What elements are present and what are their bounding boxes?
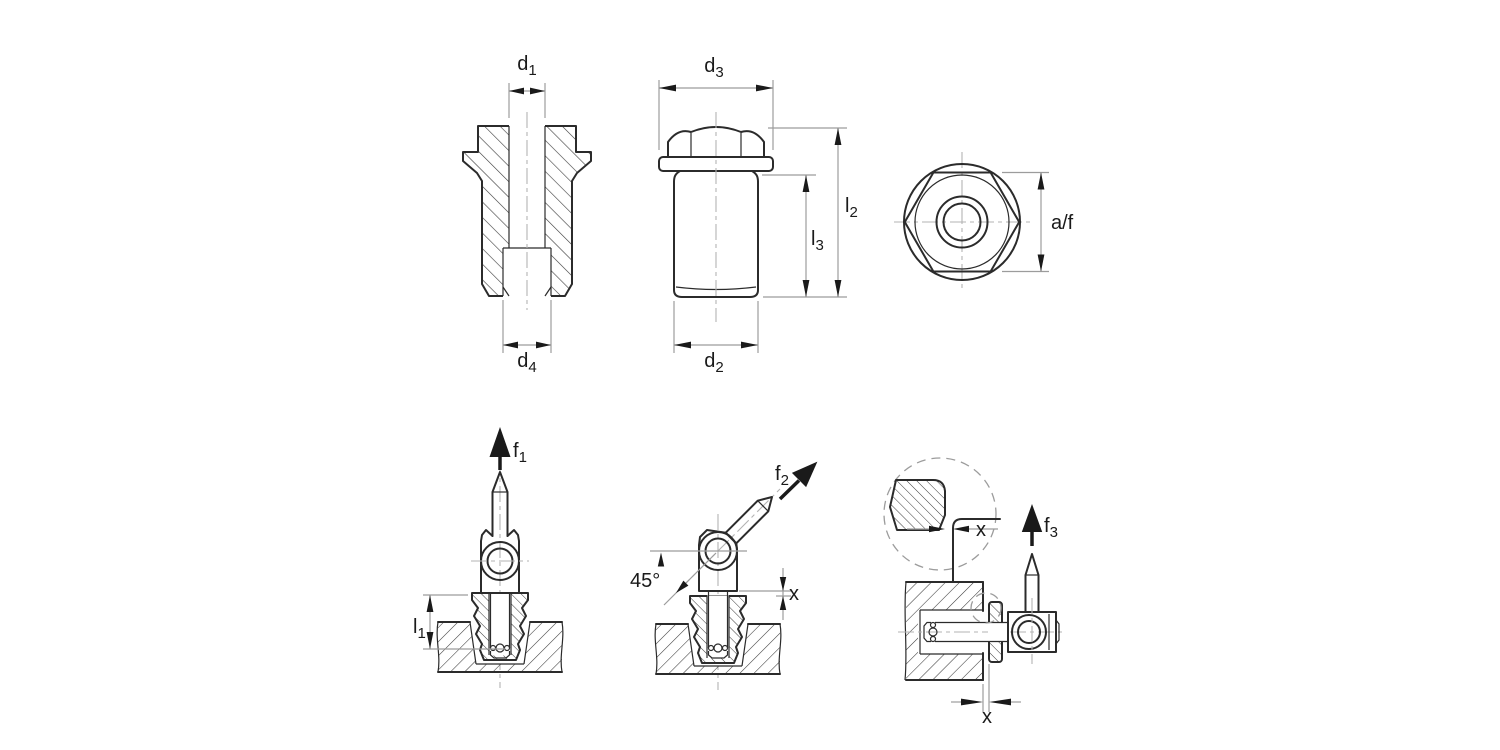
view-load-45deg: f2 45° x	[630, 461, 818, 690]
dim-label-d2: d2	[704, 350, 723, 376]
dim-label-x-offset: x	[982, 706, 992, 728]
dimension-arrow	[989, 698, 1011, 706]
wall-section	[904, 581, 984, 681]
dimension-arrow	[1037, 172, 1045, 190]
view-front-section: d1 d4	[462, 53, 592, 376]
detail-locator-circle	[970, 592, 1002, 624]
bore-circle	[942, 202, 982, 242]
counterbore-circle	[935, 195, 989, 249]
dimension-arrow	[802, 280, 810, 297]
dimension-arrow	[779, 596, 787, 610]
dimension-arrow	[426, 632, 434, 649]
dim-label-l2: l2	[845, 195, 858, 221]
dimension-arrow	[779, 577, 787, 591]
dimension-arrow	[674, 341, 691, 349]
dimension-arrow	[834, 280, 842, 297]
dimension-arrow	[536, 341, 551, 349]
dimension-arrow	[503, 341, 518, 349]
hex-head	[667, 126, 765, 158]
dim-label-l3: l3	[811, 228, 824, 254]
eye-ring-hole	[1017, 620, 1041, 644]
angle-arrow	[676, 580, 689, 593]
dimension-arrow	[1037, 254, 1045, 272]
dim-label-d1: d1	[517, 53, 536, 79]
eye-ring-outer	[1011, 614, 1047, 650]
dim-label-l1: l1	[413, 616, 426, 642]
view-top: a/f	[894, 152, 1074, 292]
dimension-arrow	[953, 525, 969, 533]
dimension-arrow	[802, 175, 810, 192]
force-arrow-f3	[1021, 504, 1043, 532]
dimension-arrow	[741, 341, 758, 349]
dim-label-af: a/f	[1051, 212, 1074, 234]
lifting-pin-spike	[1024, 553, 1040, 613]
dim-label-d4: d4	[517, 350, 536, 376]
lifting-pin-spike	[491, 471, 509, 537]
hexagon	[903, 171, 1021, 273]
dimension-arrow	[929, 525, 945, 533]
threaded-bushing	[471, 591, 529, 661]
threaded-bushing	[689, 594, 747, 664]
dimension-arrow	[834, 128, 842, 145]
dimension-arrow	[756, 84, 773, 92]
detail-flange-corner	[889, 479, 946, 531]
force-arrow-f2	[791, 461, 818, 488]
dimension-arrow	[530, 87, 545, 95]
dim-label-x-gap: x	[789, 583, 799, 605]
force-arrow-f1	[489, 427, 511, 457]
view-load-axial: f1 l1	[413, 427, 564, 688]
detail-bubble: x	[883, 457, 1001, 582]
angle-arrow	[657, 552, 665, 567]
threaded-shank	[673, 181, 759, 298]
dimension-arrow	[509, 87, 524, 95]
detail-wall-corner	[952, 518, 1001, 582]
dim-label-d3: d3	[704, 55, 723, 81]
force-label-f1: f1	[513, 440, 527, 466]
chamfer-circle	[914, 174, 1010, 270]
force-label-f3: f3	[1044, 515, 1058, 541]
dimension-arrow	[659, 84, 676, 92]
force-label-f2: f2	[775, 463, 789, 489]
dim-label-x-detail: x	[976, 519, 986, 541]
view-side-elevation: d3 d2 l2 l3	[658, 55, 858, 376]
detail-circle	[883, 457, 997, 571]
view-side-mount: f3 x	[898, 504, 1066, 728]
dimension-arrow	[961, 698, 983, 706]
dimension-arrow	[426, 595, 434, 612]
eye-block	[480, 529, 520, 594]
angle-label-45: 45°	[630, 570, 660, 592]
